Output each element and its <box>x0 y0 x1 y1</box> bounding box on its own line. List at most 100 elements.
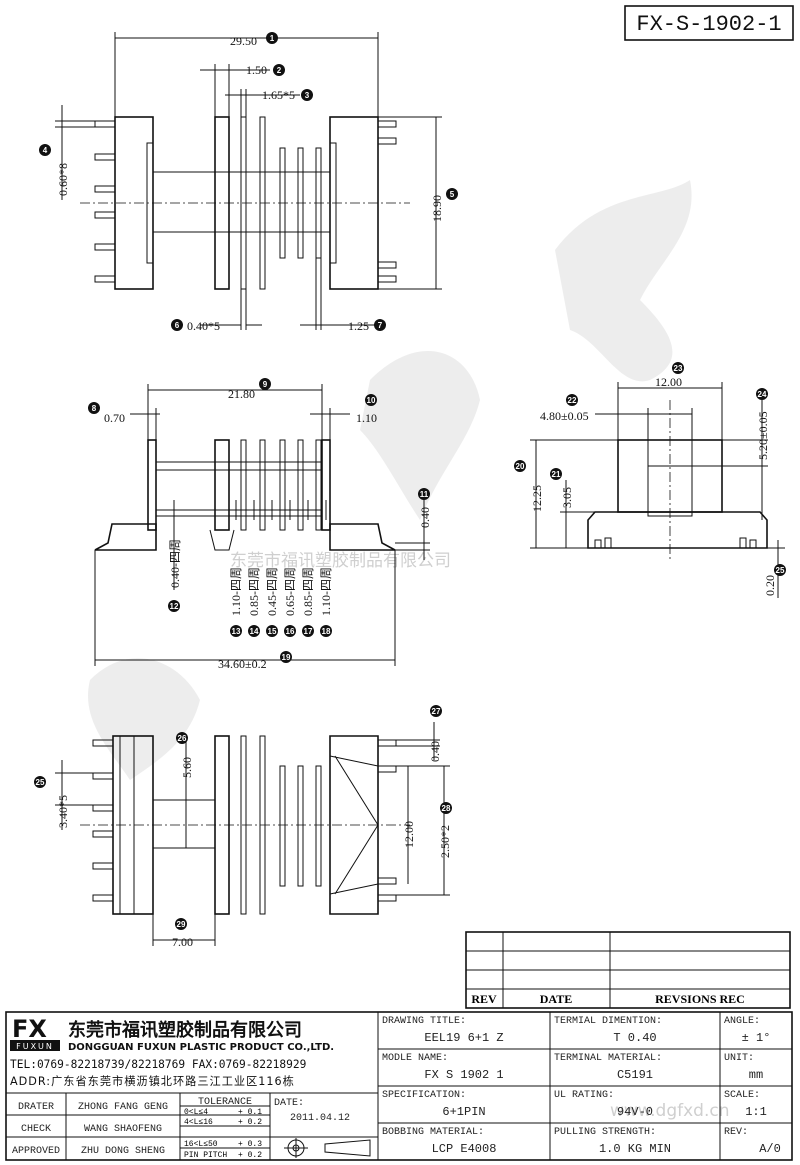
svg-text:16: 16 <box>286 627 295 636</box>
date-label: DATE: <box>274 1098 304 1109</box>
scale: 1:1 <box>745 1105 767 1119</box>
model: FX S 1902 1 <box>424 1068 503 1082</box>
name-drater: ZHONG FANG GENG <box>78 1102 168 1113</box>
name-check: WANG SHAOFENG <box>84 1124 162 1135</box>
drawing-title: EEL19 6+1 Z <box>424 1031 503 1045</box>
svg-text:11: 11 <box>420 490 429 499</box>
svg-text:4: 4 <box>43 146 48 155</box>
tolerance-title: TOLERANCE <box>198 1097 252 1108</box>
dim-18-90: 18.90 <box>430 195 444 222</box>
company-logo-sub: FUXUN <box>16 1042 54 1051</box>
dim-0-60x8: 0.60*8 <box>56 163 70 196</box>
svg-text:25: 25 <box>36 778 45 787</box>
watermark-company: 东莞市福讯塑胶制品有限公司 <box>230 551 451 571</box>
revisions-header: REVSIONS REC <box>655 992 745 1006</box>
tol-range-0: 0<L≤4 <box>184 1108 208 1117</box>
bottom-view: 3.40*5 25 5.60 26 12.00 0.40 27 2.50*2 2… <box>34 705 452 949</box>
dim-29-50: 29.50 <box>230 34 257 48</box>
svg-text:25: 25 <box>776 566 785 575</box>
svg-text:1: 1 <box>270 34 275 43</box>
angle: ± 1° <box>742 1031 771 1045</box>
fin-thickness-labels: 1.10-四周 0.85-四周 0.45-四周 0.65-四周 0.85-四周 … <box>229 500 333 637</box>
svg-text:9: 9 <box>263 380 268 389</box>
dim-12-00-end: 12.00 <box>655 375 682 389</box>
top-view: 29.50 1 1.50 2 1.65*5 3 0.60*8 4 18.90 5… <box>39 32 458 333</box>
dim-fin-13: 1.10-四周 <box>229 567 243 616</box>
dim-21-80: 21.80 <box>228 387 255 401</box>
unit-label: UNIT: <box>724 1053 754 1064</box>
scale-label: SCALE: <box>724 1090 760 1101</box>
dim-3-05: 3.05 <box>560 487 574 508</box>
company-tel: TEL:0769-82218739/82218769 FAX:0769-8221… <box>10 1058 306 1071</box>
terminal-dim-label: TERMIAL DIMENTION: <box>554 1016 662 1027</box>
tol-range-1: 4<L≤16 <box>184 1118 213 1127</box>
dim-fin-14: 0.85-四周 <box>247 567 261 616</box>
svg-text:6: 6 <box>175 321 180 330</box>
watermark: 东莞市福讯塑胶制品有限公司 www.dgfxd.cn <box>88 180 730 1121</box>
svg-text:20: 20 <box>516 462 525 471</box>
dim-fin-16: 0.65-四周 <box>283 567 297 616</box>
svg-text:18: 18 <box>322 627 331 636</box>
svg-text:17: 17 <box>304 627 313 636</box>
tol-range-2: 16<L≤50 <box>184 1140 218 1149</box>
end-view: 12.00 23 4.80±0.05 22 5.20±0.05 24 12.25… <box>514 362 786 598</box>
svg-text:8: 8 <box>92 404 97 413</box>
tol-range-3: PIN PITCH <box>184 1151 227 1160</box>
svg-text:12: 12 <box>170 602 179 611</box>
role-approved: APPROVED <box>12 1146 60 1157</box>
tol-val-0: + 0.1 <box>238 1108 262 1117</box>
svg-text:13: 13 <box>232 627 241 636</box>
dim-1-50: 1.50 <box>246 63 267 77</box>
drawing-number: FX-S-1902-1 <box>636 12 781 37</box>
date-value: 2011.04.12 <box>290 1113 350 1124</box>
svg-text:2: 2 <box>277 66 282 75</box>
watermark-url: www.dgfxd.cn <box>610 1101 730 1121</box>
svg-text:29: 29 <box>177 920 186 929</box>
dim-34-60: 34.60±0.2 <box>218 657 267 671</box>
angle-label: ANGLE: <box>724 1016 760 1027</box>
company-logo <box>10 1016 60 1038</box>
pull-label: PULLING STRENGTH: <box>554 1127 656 1138</box>
dim-5-20: 5.20±0.05 <box>756 411 770 460</box>
role-check: CHECK <box>21 1124 51 1135</box>
dim-0-20: 0.20 <box>763 575 777 596</box>
drawing-title-label: DRAWING TITLE: <box>382 1016 466 1027</box>
tol-val-2: + 0.3 <box>238 1140 262 1149</box>
dim-0-40-pin: 0.40 <box>428 741 442 762</box>
terminal-dim: T 0.40 <box>613 1031 656 1045</box>
spec: 6+1PIN <box>442 1105 485 1119</box>
svg-text:7: 7 <box>378 321 383 330</box>
bobbin-material: LCP E4008 <box>432 1142 497 1156</box>
dim-12-25: 12.25 <box>530 485 544 512</box>
svg-text:22: 22 <box>568 396 577 405</box>
dim-2-50x2: 2.50*2 <box>438 825 452 858</box>
dim-fin-18: 1.10-四周 <box>319 567 333 616</box>
role-drater: DRATER <box>18 1102 54 1113</box>
dim-12-00-bottom: 12.00 <box>402 821 416 848</box>
svg-text:24: 24 <box>758 390 767 399</box>
unit: mm <box>749 1068 763 1082</box>
date-header: DATE <box>540 992 572 1006</box>
pulling-strength: 1.0 KG MIN <box>599 1142 671 1156</box>
dim-5-60: 5.60 <box>180 757 194 778</box>
svg-text:27: 27 <box>432 707 441 716</box>
svg-text:23: 23 <box>674 364 683 373</box>
spec-label: SPECIFICATION: <box>382 1090 466 1101</box>
svg-text:21: 21 <box>552 470 561 479</box>
company-name-cn: 东莞市福讯塑胶制品有限公司 <box>68 1019 302 1041</box>
drawing-number-box: FX-S-1902-1 <box>624 5 794 41</box>
svg-text:28: 28 <box>442 804 451 813</box>
ul-rating: 94V-0 <box>617 1105 653 1119</box>
svg-text:26: 26 <box>178 734 187 743</box>
svg-text:19: 19 <box>282 653 291 662</box>
projection-symbol <box>284 1138 371 1158</box>
company-name-en: DONGGUAN FUXUN PLASTIC PRODUCT CO.,LTD. <box>68 1042 334 1053</box>
dim-3-40x5: 3.40*5 <box>56 795 70 828</box>
side-view: 21.80 9 0.70 8 1.10 10 0.40 11 0.40-四周 1… <box>88 378 432 671</box>
dim-1-65x5: 1.65*5 <box>262 88 295 102</box>
terminal-mat: C5191 <box>617 1068 653 1082</box>
svg-text:10: 10 <box>367 396 376 405</box>
svg-text:3: 3 <box>305 91 310 100</box>
dim-1-10: 1.10 <box>356 411 377 425</box>
dim-0-70: 0.70 <box>104 411 125 425</box>
